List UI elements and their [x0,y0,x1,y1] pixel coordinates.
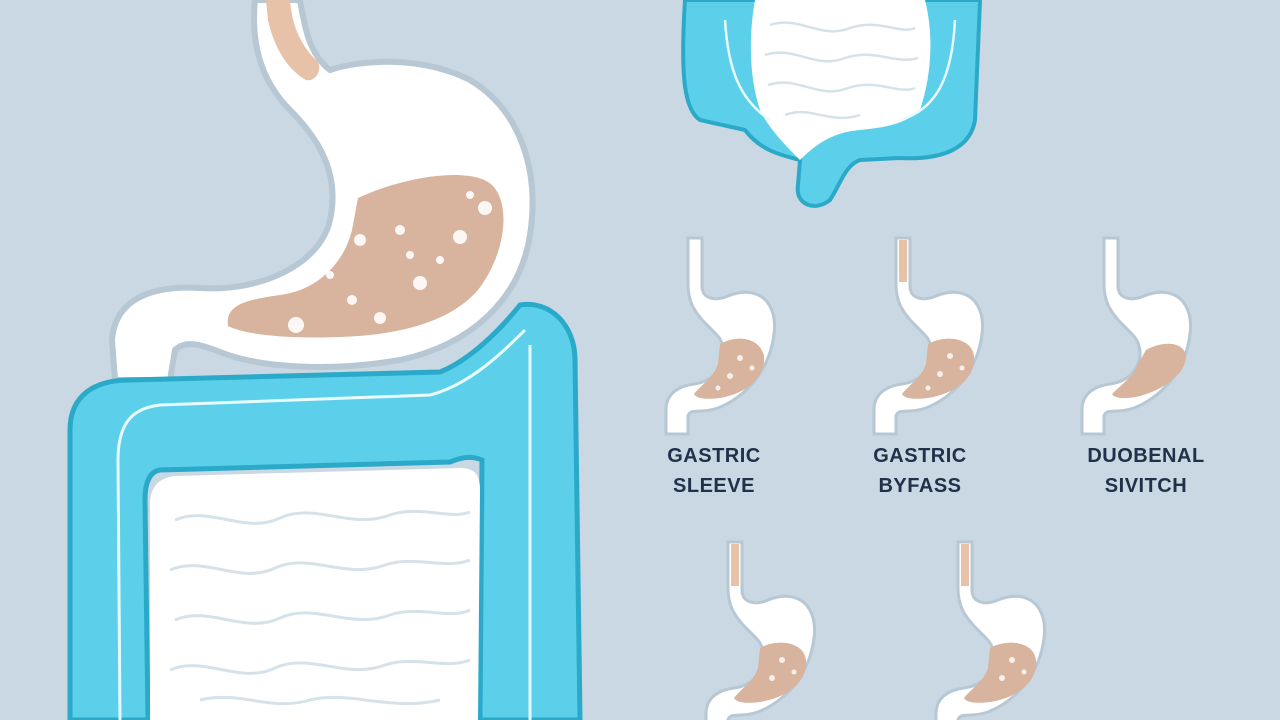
stomach-variant-gastric-sleeve [664,236,777,436]
upper-intestine-folds [764,21,919,120]
stomach-variant-5 [934,540,1047,720]
label-gastric-sleeve-line2: SLEEVE [673,475,755,497]
intestine-folds [169,509,471,706]
colon-taenia [116,328,532,720]
large-digestive-system [67,0,583,720]
upper-intestine-illustration [681,0,983,208]
large-small-intestine [150,468,480,720]
label-duodenal-switch-line2: SIVITCH [1104,475,1188,497]
label-gastric-sleeve-line1: GASTRIC [667,445,761,467]
label-gastric-bypass-line1: GASTRIC [873,445,967,467]
large-stomach-contents [227,175,504,338]
food-particles [288,191,492,333]
label-duodenal-switch-line1: DUOBENAL [1087,445,1205,467]
label-gastric-sleeve: GASTRIC SLEEVE [614,441,814,501]
large-esophagus [266,0,320,81]
label-gastric-bypass: GASTRIC BYFASS [820,441,1020,501]
stomach-variant-gastric-bypass [872,236,985,436]
stomach-variant-duodenal-switch [1080,236,1193,436]
label-duodenal-switch: DUOBENAL SIVITCH [1046,441,1246,501]
label-gastric-bypass-line2: BYFASS [878,475,962,497]
large-colon [67,301,583,720]
stomach-variant-4 [704,540,817,720]
upper-small-intestine [750,0,931,160]
